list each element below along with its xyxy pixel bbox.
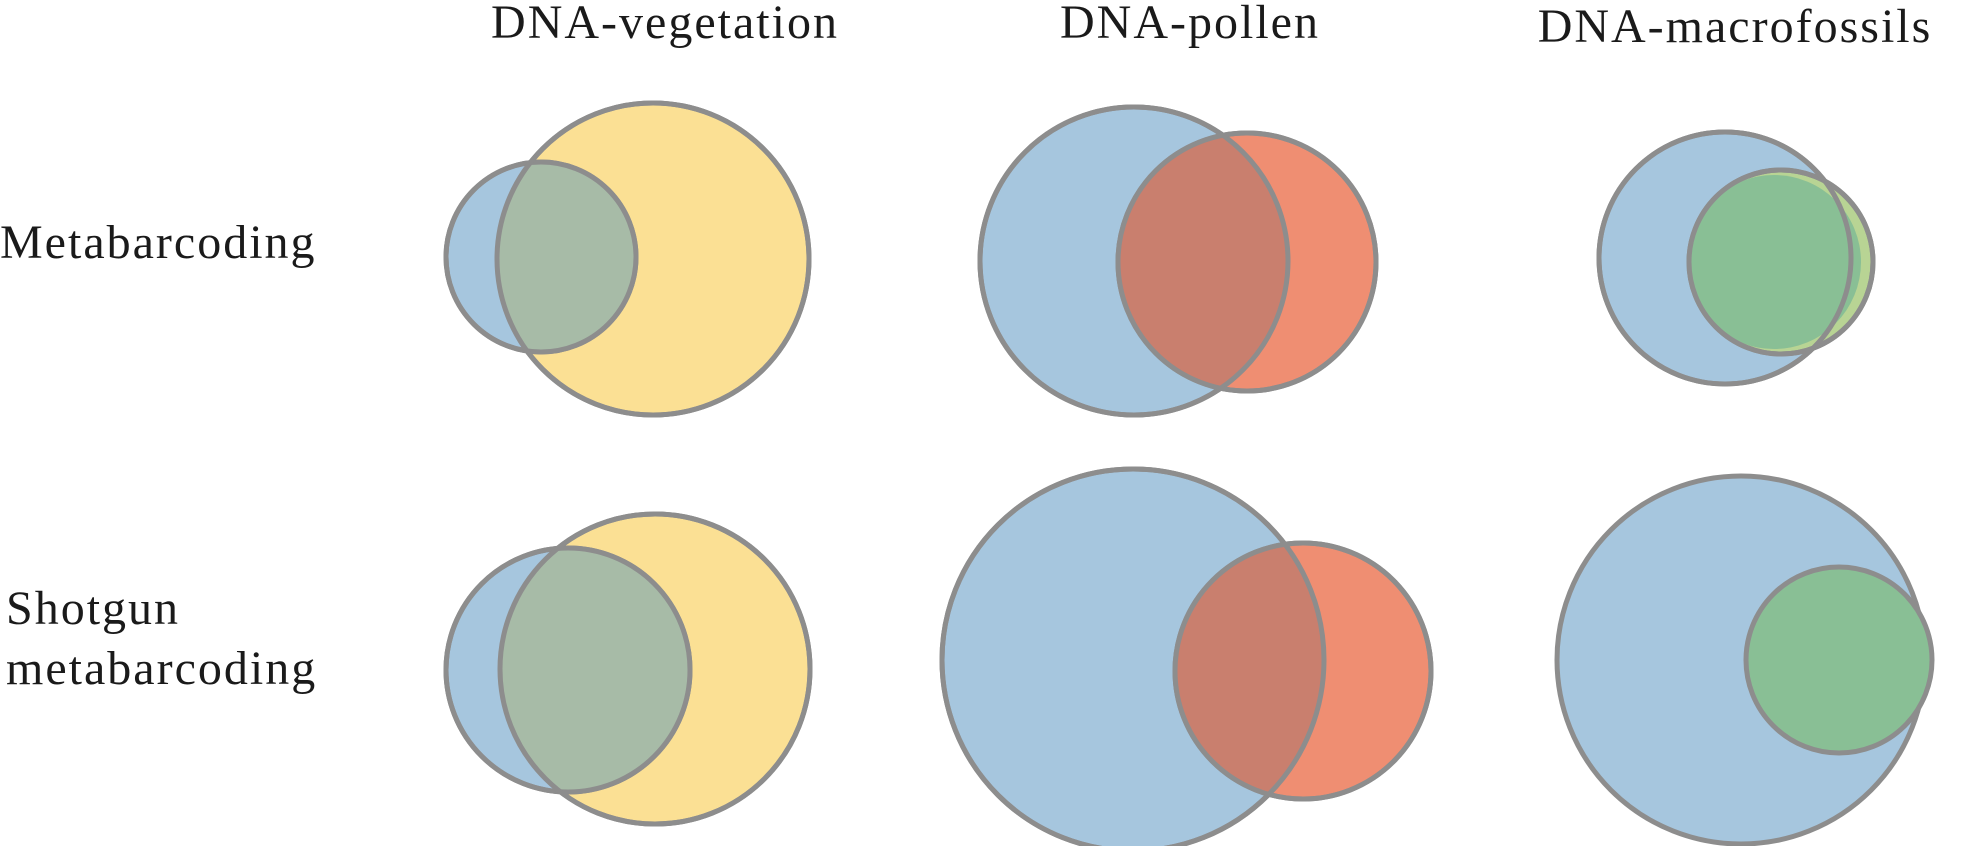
macrofossils-circle xyxy=(1746,567,1932,753)
venn-metabarcoding-pollen xyxy=(977,104,1379,418)
column-title-dna-vegetation: DNA-vegetation xyxy=(491,0,839,49)
column-title-dna-pollen: DNA-pollen xyxy=(1060,0,1320,49)
column-title-dna-macrofossils: DNA-macrofossils xyxy=(1538,0,1933,53)
vegetation-circle-outline xyxy=(494,100,812,418)
row-label-metabarcoding-second-line: metabarcoding xyxy=(6,642,317,695)
vegetation-circle-outline xyxy=(497,511,813,827)
venn-shotgun-macrofossils xyxy=(1554,473,1935,846)
venn-metabarcoding-macrofossils xyxy=(1596,129,1876,387)
row-label-metabarcoding: Metabarcoding xyxy=(0,216,317,269)
overlap-region xyxy=(497,162,636,352)
pollen-circle-outline xyxy=(1172,540,1434,802)
overlap-region xyxy=(1118,133,1288,391)
venn-metabarcoding-vegetation xyxy=(443,100,812,418)
venn-shotgun-vegetation xyxy=(443,511,813,827)
macrofossils-circle-outline xyxy=(1686,167,1876,357)
overlap-region xyxy=(1687,175,1861,349)
row-label-shotgun: Shotgun xyxy=(6,582,180,635)
dna-circle-outline xyxy=(977,104,1291,418)
macrofossils-circle-outline xyxy=(1743,564,1935,756)
pollen-circle-outline xyxy=(1115,130,1379,394)
dna-circle-outline xyxy=(443,159,639,355)
dna-circle-outline xyxy=(939,466,1327,846)
dna-circle-outline xyxy=(1596,129,1854,387)
dna-circle-outline xyxy=(443,545,693,795)
venn-shotgun-pollen xyxy=(939,466,1434,846)
